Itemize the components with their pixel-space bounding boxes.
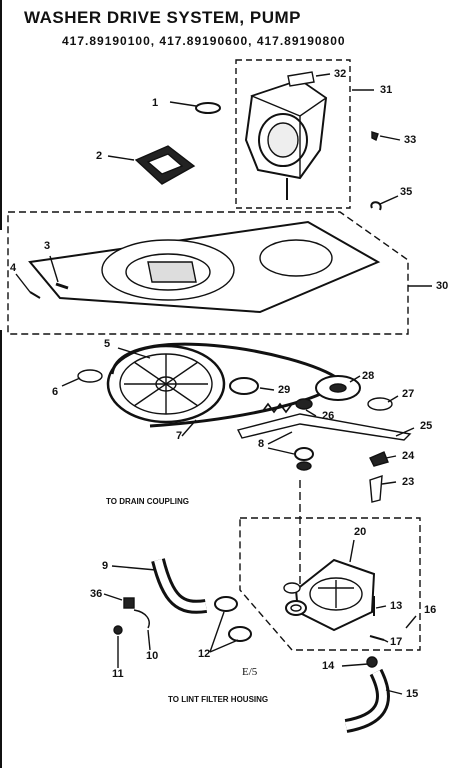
callout-13: 13 — [390, 600, 403, 612]
base-box — [7, 211, 409, 335]
washer-6 — [77, 369, 103, 383]
lint-note: TO LINT FILTER HOUSING — [168, 695, 269, 704]
drain-note: TO DRAIN COUPLING — [106, 497, 189, 506]
clip-36 — [123, 597, 135, 609]
callout-24: 24 — [402, 450, 415, 462]
callout-33: 33 — [404, 134, 417, 146]
callout-35: 35 — [400, 186, 413, 198]
callout-3: 3 — [44, 240, 51, 252]
clip-35 — [370, 201, 382, 211]
screw-4 — [29, 291, 41, 299]
base-plate-30 — [28, 220, 381, 314]
strap-10 — [133, 609, 150, 629]
clamp-12b — [228, 626, 252, 642]
diagram-title: WASHER DRIVE SYSTEM, PUMP — [24, 8, 301, 27]
page-reference: E/5 — [242, 666, 258, 678]
motor-31 — [244, 71, 328, 200]
pump-box — [239, 517, 421, 651]
callout-17: 17 — [390, 636, 403, 648]
screw-33 — [371, 131, 379, 141]
callout-6: 6 — [52, 386, 59, 398]
callout-2: 2 — [96, 150, 103, 162]
callout-28: 28 — [362, 370, 375, 382]
spring-26 — [261, 402, 293, 414]
callout-26: 26 — [322, 410, 335, 422]
callout-15: 15 — [406, 688, 419, 700]
callout-1: 1 — [152, 97, 159, 109]
screw-17 — [369, 635, 385, 641]
callout-10: 10 — [146, 650, 159, 662]
pulley-5 — [106, 344, 226, 424]
callout-9: 9 — [102, 560, 109, 572]
bracket-25 — [236, 413, 412, 441]
callout-11: 11 — [112, 668, 124, 680]
clamp-12a — [214, 596, 238, 612]
callout-29: 29 — [278, 384, 291, 396]
callout-7: 7 — [176, 430, 183, 442]
screw-3 — [55, 282, 69, 290]
callout-36: 36 — [90, 588, 103, 600]
callout-8: 8 — [258, 438, 265, 450]
washer-8 — [294, 447, 314, 461]
callout-12: 12 — [198, 648, 211, 660]
callout-4: 4 — [10, 262, 17, 274]
callout-31: 31 — [380, 84, 393, 96]
model-numbers: 417.89190100, 417.89190600, 417.89190800 — [62, 34, 346, 48]
clip-24 — [369, 451, 389, 467]
ring-1 — [195, 102, 221, 114]
callout-30: 30 — [436, 280, 449, 292]
clip-23 — [369, 475, 383, 503]
screw-11 — [113, 625, 123, 635]
washer-27 — [367, 397, 393, 411]
clamp-14 — [366, 656, 378, 668]
callout-20: 20 — [354, 526, 367, 538]
motor-box — [235, 59, 351, 209]
callout-16: 16 — [424, 604, 437, 616]
callout-27: 27 — [402, 388, 415, 400]
callout-14: 14 — [322, 660, 335, 672]
callout-32: 32 — [334, 68, 347, 80]
callout-25: 25 — [420, 420, 433, 432]
callout-5: 5 — [104, 338, 111, 350]
callout-23: 23 — [402, 476, 415, 488]
pulley-29 — [229, 377, 259, 395]
pump-20 — [283, 558, 376, 632]
